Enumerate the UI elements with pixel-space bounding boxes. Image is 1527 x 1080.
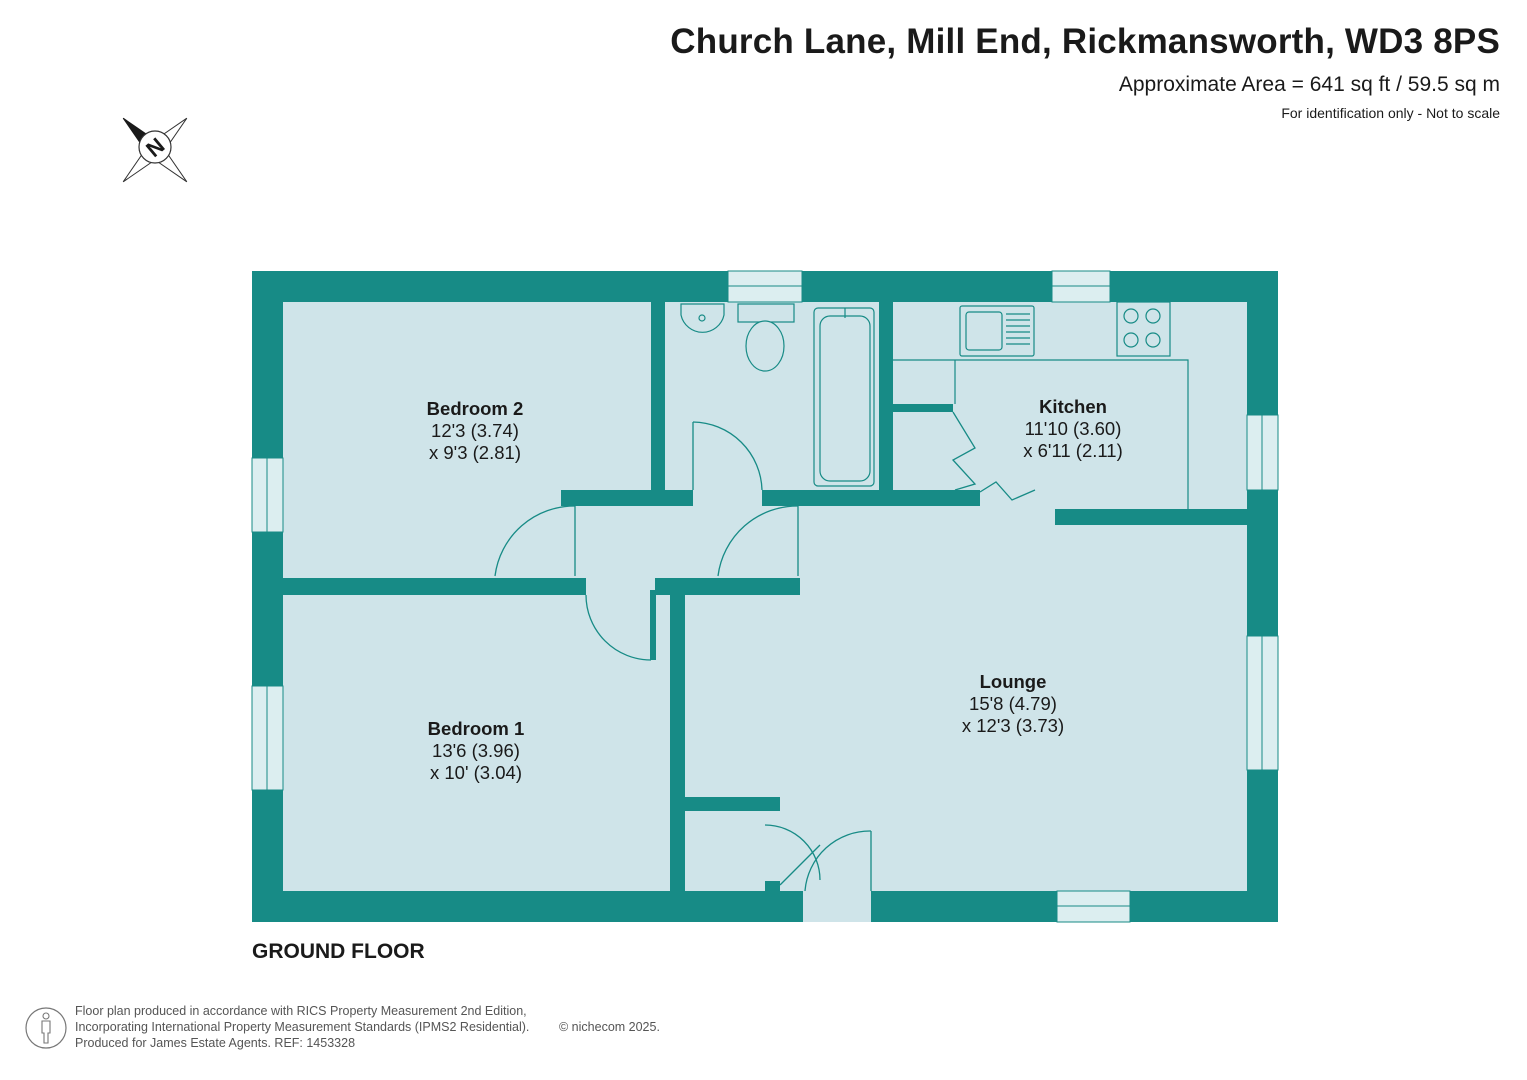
front-door-opening — [803, 891, 871, 922]
room-kitchen: Kitchen 11'10 (3.60) x 6'11 (2.11) — [1023, 396, 1123, 462]
footer-line: Incorporating International Property Mea… — [75, 1020, 530, 1034]
copyright: © nichecom 2025. — [559, 1020, 660, 1034]
bathroom-fixtures — [680, 303, 875, 487]
floor-label: GROUND FLOOR — [252, 940, 425, 963]
property-address: Church Lane, Mill End, Rickmansworth, WD… — [670, 22, 1500, 61]
room-name: Bedroom 1 — [427, 718, 525, 739]
windows — [251, 270, 1279, 923]
footer-line: Produced for James Estate Agents. REF: 1… — [75, 1036, 356, 1050]
person-icon — [25, 1007, 67, 1049]
door-swings — [494, 411, 1036, 892]
room-dimension: 15'8 (4.79) — [969, 693, 1057, 714]
room-name: Kitchen — [1039, 396, 1107, 417]
room-dimension: x 12'3 (3.73) — [961, 715, 1065, 736]
room-name: Lounge — [979, 671, 1047, 692]
room-bedroom-2: Bedroom 2 12'3 (3.74) x 9'3 (2.81) — [427, 398, 524, 464]
room-name: Bedroom 2 — [426, 398, 524, 419]
approximate-area: Approximate Area = 641 sq ft / 59.5 sq m — [1118, 73, 1500, 96]
room-dimension: x 6'11 (2.11) — [1023, 440, 1123, 461]
kitchen-worktop — [893, 359, 1189, 509]
room-dimension: x 10' (3.04) — [430, 762, 522, 783]
north-compass-icon: N — [122, 117, 188, 183]
footer-line: Floor plan produced in accordance with R… — [75, 1004, 527, 1018]
floor-area — [252, 271, 1278, 922]
kitchen-fixtures — [959, 301, 1171, 357]
room-dimension: 13'6 (3.96) — [432, 740, 520, 761]
identification-note: For identification only - Not to scale — [1281, 105, 1500, 121]
inner-walls — [283, 302, 1247, 891]
room-dimension: 12'3 (3.74) — [431, 420, 519, 441]
footer-disclaimer: Floor plan produced in accordance with R… — [75, 1003, 660, 1051]
room-bedroom-1: Bedroom 1 13'6 (3.96) x 10' (3.04) — [428, 718, 525, 784]
room-lounge: Lounge 15'8 (4.79) x 12'3 (3.73) — [962, 671, 1064, 737]
room-dimension: x 9'3 (2.81) — [429, 442, 521, 463]
room-dimension: 11'10 (3.60) — [1024, 418, 1122, 439]
